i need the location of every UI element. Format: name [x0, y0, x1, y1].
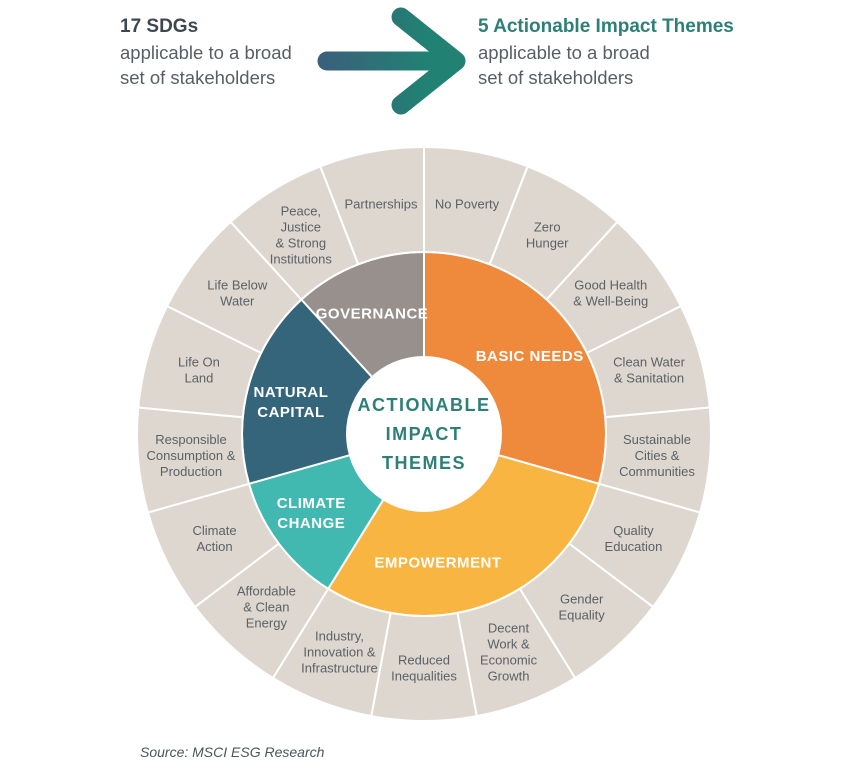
sdg-label-partnerships: Partnerships [345, 196, 418, 211]
left-subtitle-line2: set of stakeholders [120, 67, 276, 88]
header-right-column: 5 Actionable Impact Themes applicable to… [478, 14, 734, 90]
left-title: 17 SDGs [120, 16, 199, 37]
theme-label-empowerment: EMPOWERMENT [374, 555, 501, 572]
left-subtitle-line1: applicable to a broad [120, 42, 292, 63]
header-left-column: 17 SDGs applicable to a broad set of sta… [120, 14, 292, 90]
source-credit: Source: MSCI ESG Research [140, 744, 325, 760]
theme-label-basic-needs: BASIC NEEDS [476, 348, 584, 365]
sdg-label-clean-water-sanitation: Clean Water& Sanitation [613, 354, 685, 385]
sdg-label-good-health-well-being: Good Health& Well-Being [573, 277, 648, 308]
wheel-center-circle [346, 356, 502, 512]
right-subtitle-line1: applicable to a broad [478, 42, 650, 63]
theme-label-governance: GOVERNANCE [316, 305, 429, 322]
sdg-label-no-poverty: No Poverty [435, 196, 500, 211]
right-title: 5 Actionable Impact Themes [478, 16, 734, 37]
sdg-segment-partnerships [319, 146, 425, 266]
right-arrow-icon [317, 7, 466, 115]
arrow-head [391, 7, 466, 115]
right-subtitle-line2: set of stakeholders [478, 67, 634, 88]
sdg-label-industry-innovation-infrastructure: Industry,Innovation &Infrastructure [301, 629, 378, 676]
